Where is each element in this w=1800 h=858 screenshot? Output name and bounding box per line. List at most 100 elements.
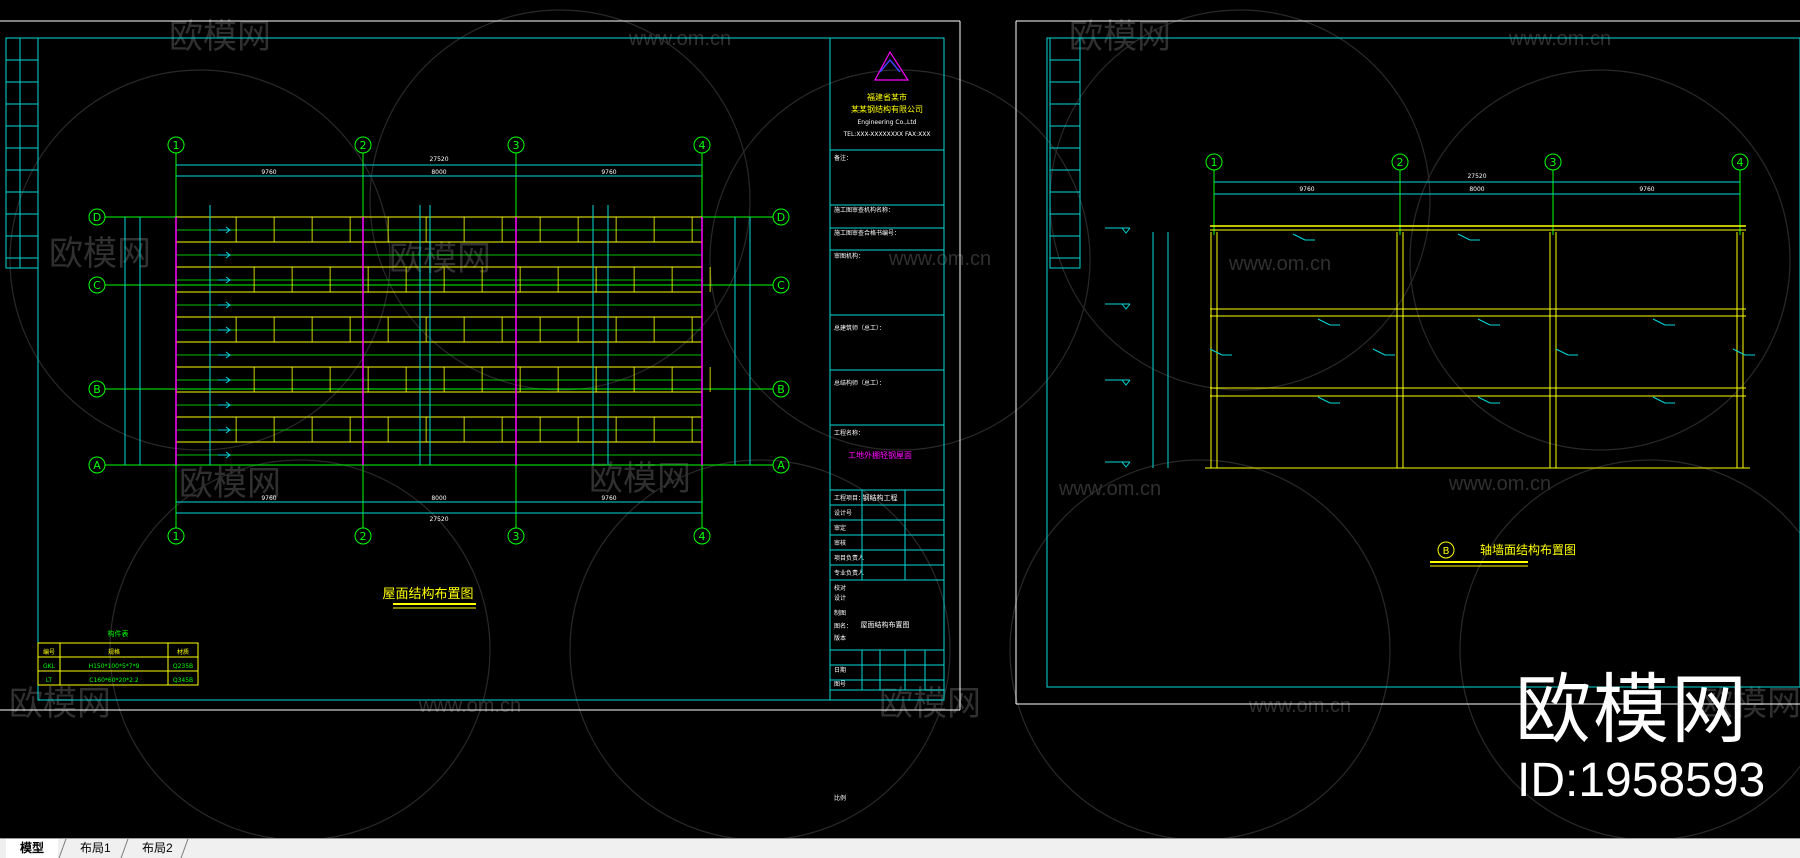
- title-block-label: 图号: [834, 681, 846, 688]
- grid-bubble-label: A: [777, 459, 785, 472]
- watermark-brand-small: 欧模网: [169, 18, 271, 56]
- brace-arrow: [218, 401, 232, 409]
- dimension-bay: 9760: [261, 169, 276, 176]
- member-leader: [1652, 318, 1666, 326]
- watermark-url: www.om.cn: [1448, 473, 1551, 495]
- title-block-label: 审定: [834, 524, 846, 532]
- grid-bubble-label: 4: [699, 530, 706, 543]
- title-block-label: 施工图审查合格书编号：: [834, 229, 900, 237]
- title-block-label: 制图: [834, 609, 846, 617]
- dimension-bay: 9760: [1639, 186, 1654, 193]
- member-leader: [1372, 348, 1386, 356]
- grid-bubble-circle: [772, 380, 790, 398]
- brace-arrow: [218, 451, 232, 459]
- grid-bubble-label: B: [93, 383, 101, 396]
- legend-cell: LT: [46, 677, 53, 684]
- company-line: Engineering Co.,Ltd: [858, 119, 917, 126]
- member-leader: [1652, 396, 1666, 404]
- grid-bubble-label: 3: [1550, 156, 1557, 169]
- elevation-title-bubble: [1437, 541, 1455, 559]
- watermark-brand-small: 欧模网: [179, 465, 281, 503]
- grid-bubble: D: [88, 208, 106, 226]
- grid-bubble-label: 4: [699, 139, 706, 152]
- title-block-label: 总结构师（总工）：: [834, 379, 885, 387]
- level-marker-arrow: [1121, 379, 1131, 386]
- grid-bubble: D: [772, 208, 790, 226]
- grid-bubble-label: B: [777, 383, 785, 396]
- elevation-frame: [1205, 225, 1750, 469]
- grid-bubble-circle: [88, 456, 106, 474]
- project-name: 工地外棚轻钢屋面: [848, 450, 912, 460]
- grid-bubble-circle: [772, 456, 790, 474]
- purlin-lines: [176, 216, 711, 456]
- watermark-arc: [569, 459, 951, 838]
- title-block-label: 总建筑师（总工）：: [834, 324, 885, 332]
- watermark-brand-small: 欧模网: [879, 685, 981, 723]
- legend-cell: Q235B: [173, 663, 193, 670]
- watermark-arc: [9, 69, 391, 451]
- watermark-brand-small: 欧模网: [49, 235, 151, 273]
- grid-bubble-circle: [507, 527, 525, 545]
- tab-model[interactable]: 模型: [6, 839, 59, 858]
- level-marker-arrow: [1121, 227, 1131, 234]
- grid-bubble-label: 1: [173, 530, 180, 543]
- grid-bubble: 2: [354, 136, 372, 154]
- grid-bubble: B: [88, 380, 106, 398]
- grid-bubble: 1: [167, 136, 185, 154]
- grid-bubble-circle: [693, 136, 711, 154]
- grid-bubble: 4: [693, 527, 711, 545]
- grid-bubble-circle: [88, 208, 106, 226]
- watermark-brand-small: 欧模网: [1069, 18, 1171, 56]
- watermark-brand-small: 欧模网: [589, 460, 691, 498]
- grid-bubble-label: 2: [1397, 156, 1404, 169]
- title-block-label: 设计号: [834, 509, 852, 517]
- watermark-arc: [369, 9, 751, 391]
- grid-bubble-label: A: [93, 459, 101, 472]
- grid-bubble-label: C: [93, 279, 101, 292]
- watermark-arc: [1459, 459, 1800, 838]
- grid-bubble-label: 2: [360, 139, 367, 152]
- watermark-url: www.om.cn: [1508, 28, 1611, 50]
- sheet-inner-frame: [1046, 37, 1800, 688]
- grid-bubble-circle: [1205, 153, 1223, 171]
- member-leader: [1317, 318, 1331, 326]
- tab-layout1[interactable]: 布局1: [80, 841, 111, 855]
- member-leader: [1209, 348, 1223, 356]
- watermark-arc: [109, 459, 491, 838]
- grid-bubble-label: 1: [1211, 156, 1218, 169]
- legend-title: 构件表: [108, 629, 129, 638]
- grid-bubble: 3: [1544, 153, 1562, 171]
- company-line: TEL:XXX-XXXXXXXX FAX:XXX: [843, 131, 931, 138]
- grid-bubble-circle: [1731, 153, 1749, 171]
- legend-header: 规格: [108, 648, 120, 656]
- watermark-arc: [709, 69, 1091, 451]
- level-marker-arrow: [1121, 461, 1131, 468]
- revision-column: [1049, 37, 1081, 269]
- dimension-bay: 8000: [431, 495, 446, 502]
- dimension-total: 27520: [429, 156, 448, 163]
- brace-arrow: [218, 301, 232, 309]
- elevation-title-letter: B: [1443, 546, 1450, 557]
- legend-frame: [37, 642, 199, 686]
- grid-bubble: 1: [167, 527, 185, 545]
- grid-bubble-circle: [1391, 153, 1409, 171]
- grid-bubble: 4: [1731, 153, 1749, 171]
- title-block-label: 备注：: [834, 154, 852, 162]
- level-marker-arrow: [1121, 303, 1131, 310]
- title-block-label: 图名：: [834, 622, 852, 630]
- brace-arrow: [218, 426, 232, 434]
- member-leader: [1477, 396, 1491, 404]
- title-block-label: 日期: [834, 666, 846, 674]
- grid-bubble-circle: [354, 527, 372, 545]
- watermark-url: www.om.cn: [418, 695, 521, 717]
- title-block-label: 工程项目：: [834, 494, 864, 502]
- dimension-bay: 9760: [601, 495, 616, 502]
- dimension-total: 27520: [1467, 173, 1486, 180]
- title-block-frame: [829, 37, 945, 701]
- brace-arrow: [218, 276, 232, 284]
- tab-layout2[interactable]: 布局2: [142, 841, 173, 855]
- member-leader: [1292, 233, 1306, 241]
